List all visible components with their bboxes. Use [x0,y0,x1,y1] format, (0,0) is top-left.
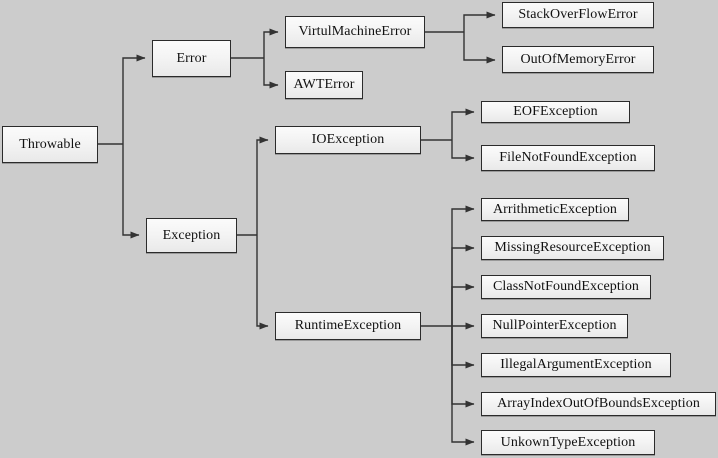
node-error[interactable]: Error [152,40,231,77]
node-illegal-argument-exception[interactable]: IllegalArgumentException [481,353,671,377]
node-exception-label: Exception [162,227,221,243]
node-throwable[interactable]: Throwable [2,126,98,163]
edge-exception-ioexception [256,136,269,235]
edge-vme-outofmemoryerror [463,32,496,64]
node-array-index-out-of-bounds-exception-label: ArrayIndexOutOfBoundsException [497,396,700,411]
node-exception[interactable]: Exception [146,218,237,253]
edge-runtime-missingresourceexception [451,244,475,326]
edge-throwable-exception [122,144,140,239]
node-missing-resource-exception-label: MissingResourceException [494,240,651,255]
node-virtul-machine-error[interactable]: VirtulMachineError [285,16,425,48]
node-eof-exception-label: EOFException [513,104,598,119]
node-virtul-machine-error-label: VirtulMachineError [298,24,412,39]
node-throwable-label: Throwable [19,136,81,152]
node-illegal-argument-exception-label: IllegalArgumentException [500,357,652,372]
node-file-not-found-exception[interactable]: FileNotFoundException [481,145,655,171]
node-class-not-found-exception[interactable]: ClassNotFoundException [481,275,651,299]
edge-throwable-error [122,54,146,144]
node-file-not-found-exception-label: FileNotFoundException [499,150,637,165]
edge-error-virtulmachineerror [263,28,279,58]
node-runtime-exception[interactable]: RuntimeException [275,312,421,340]
edge-exception-runtimeexception [256,235,269,330]
node-awt-error-label: AWTError [293,77,355,92]
node-arrithmetic-exception-label: ArrithmeticException [492,201,618,217]
node-arrithmetic-exception[interactable]: ArrithmeticException [481,198,629,221]
node-stack-over-flow-error[interactable]: StackOverFlowError [502,2,654,28]
node-null-pointer-exception[interactable]: NullPointerException [481,314,628,338]
node-io-exception-label: IOException [311,132,385,147]
node-out-of-memory-error[interactable]: OutOfMemoryError [502,46,654,73]
node-runtime-exception-label: RuntimeException [294,318,402,333]
edge-runtime-arrayindexoutofboundsexception [451,326,475,408]
node-io-exception[interactable]: IOException [275,126,421,154]
edge-runtime-classnotfoundexception [451,283,475,326]
edge-error-awterror [263,58,279,89]
node-array-index-out-of-bounds-exception[interactable]: ArrayIndexOutOfBoundsException [481,392,716,416]
node-awt-error[interactable]: AWTError [285,71,363,99]
node-unkown-type-exception[interactable]: UnkownTypeException [481,430,655,455]
node-out-of-memory-error-label: OutOfMemoryError [520,51,636,67]
node-class-not-found-exception-label: ClassNotFoundException [492,279,640,294]
edge-io-filenotfoundexception [451,140,475,162]
edge-runtime-illegalargumentexception [451,326,475,369]
edge-runtime-arrithmeticexception [451,205,475,326]
node-missing-resource-exception[interactable]: MissingResourceException [481,236,664,260]
edge-vme-stackoverflowerror [463,11,496,32]
node-error-label: Error [176,50,207,66]
node-unkown-type-exception-label: UnkownTypeException [500,434,636,450]
edge-io-eofexception [451,108,475,140]
node-null-pointer-exception-label: NullPointerException [492,318,617,333]
node-stack-over-flow-error-label: StackOverFlowError [518,7,638,22]
node-eof-exception[interactable]: EOFException [481,101,630,123]
edge-runtime-unkowntypeexception [451,326,475,446]
